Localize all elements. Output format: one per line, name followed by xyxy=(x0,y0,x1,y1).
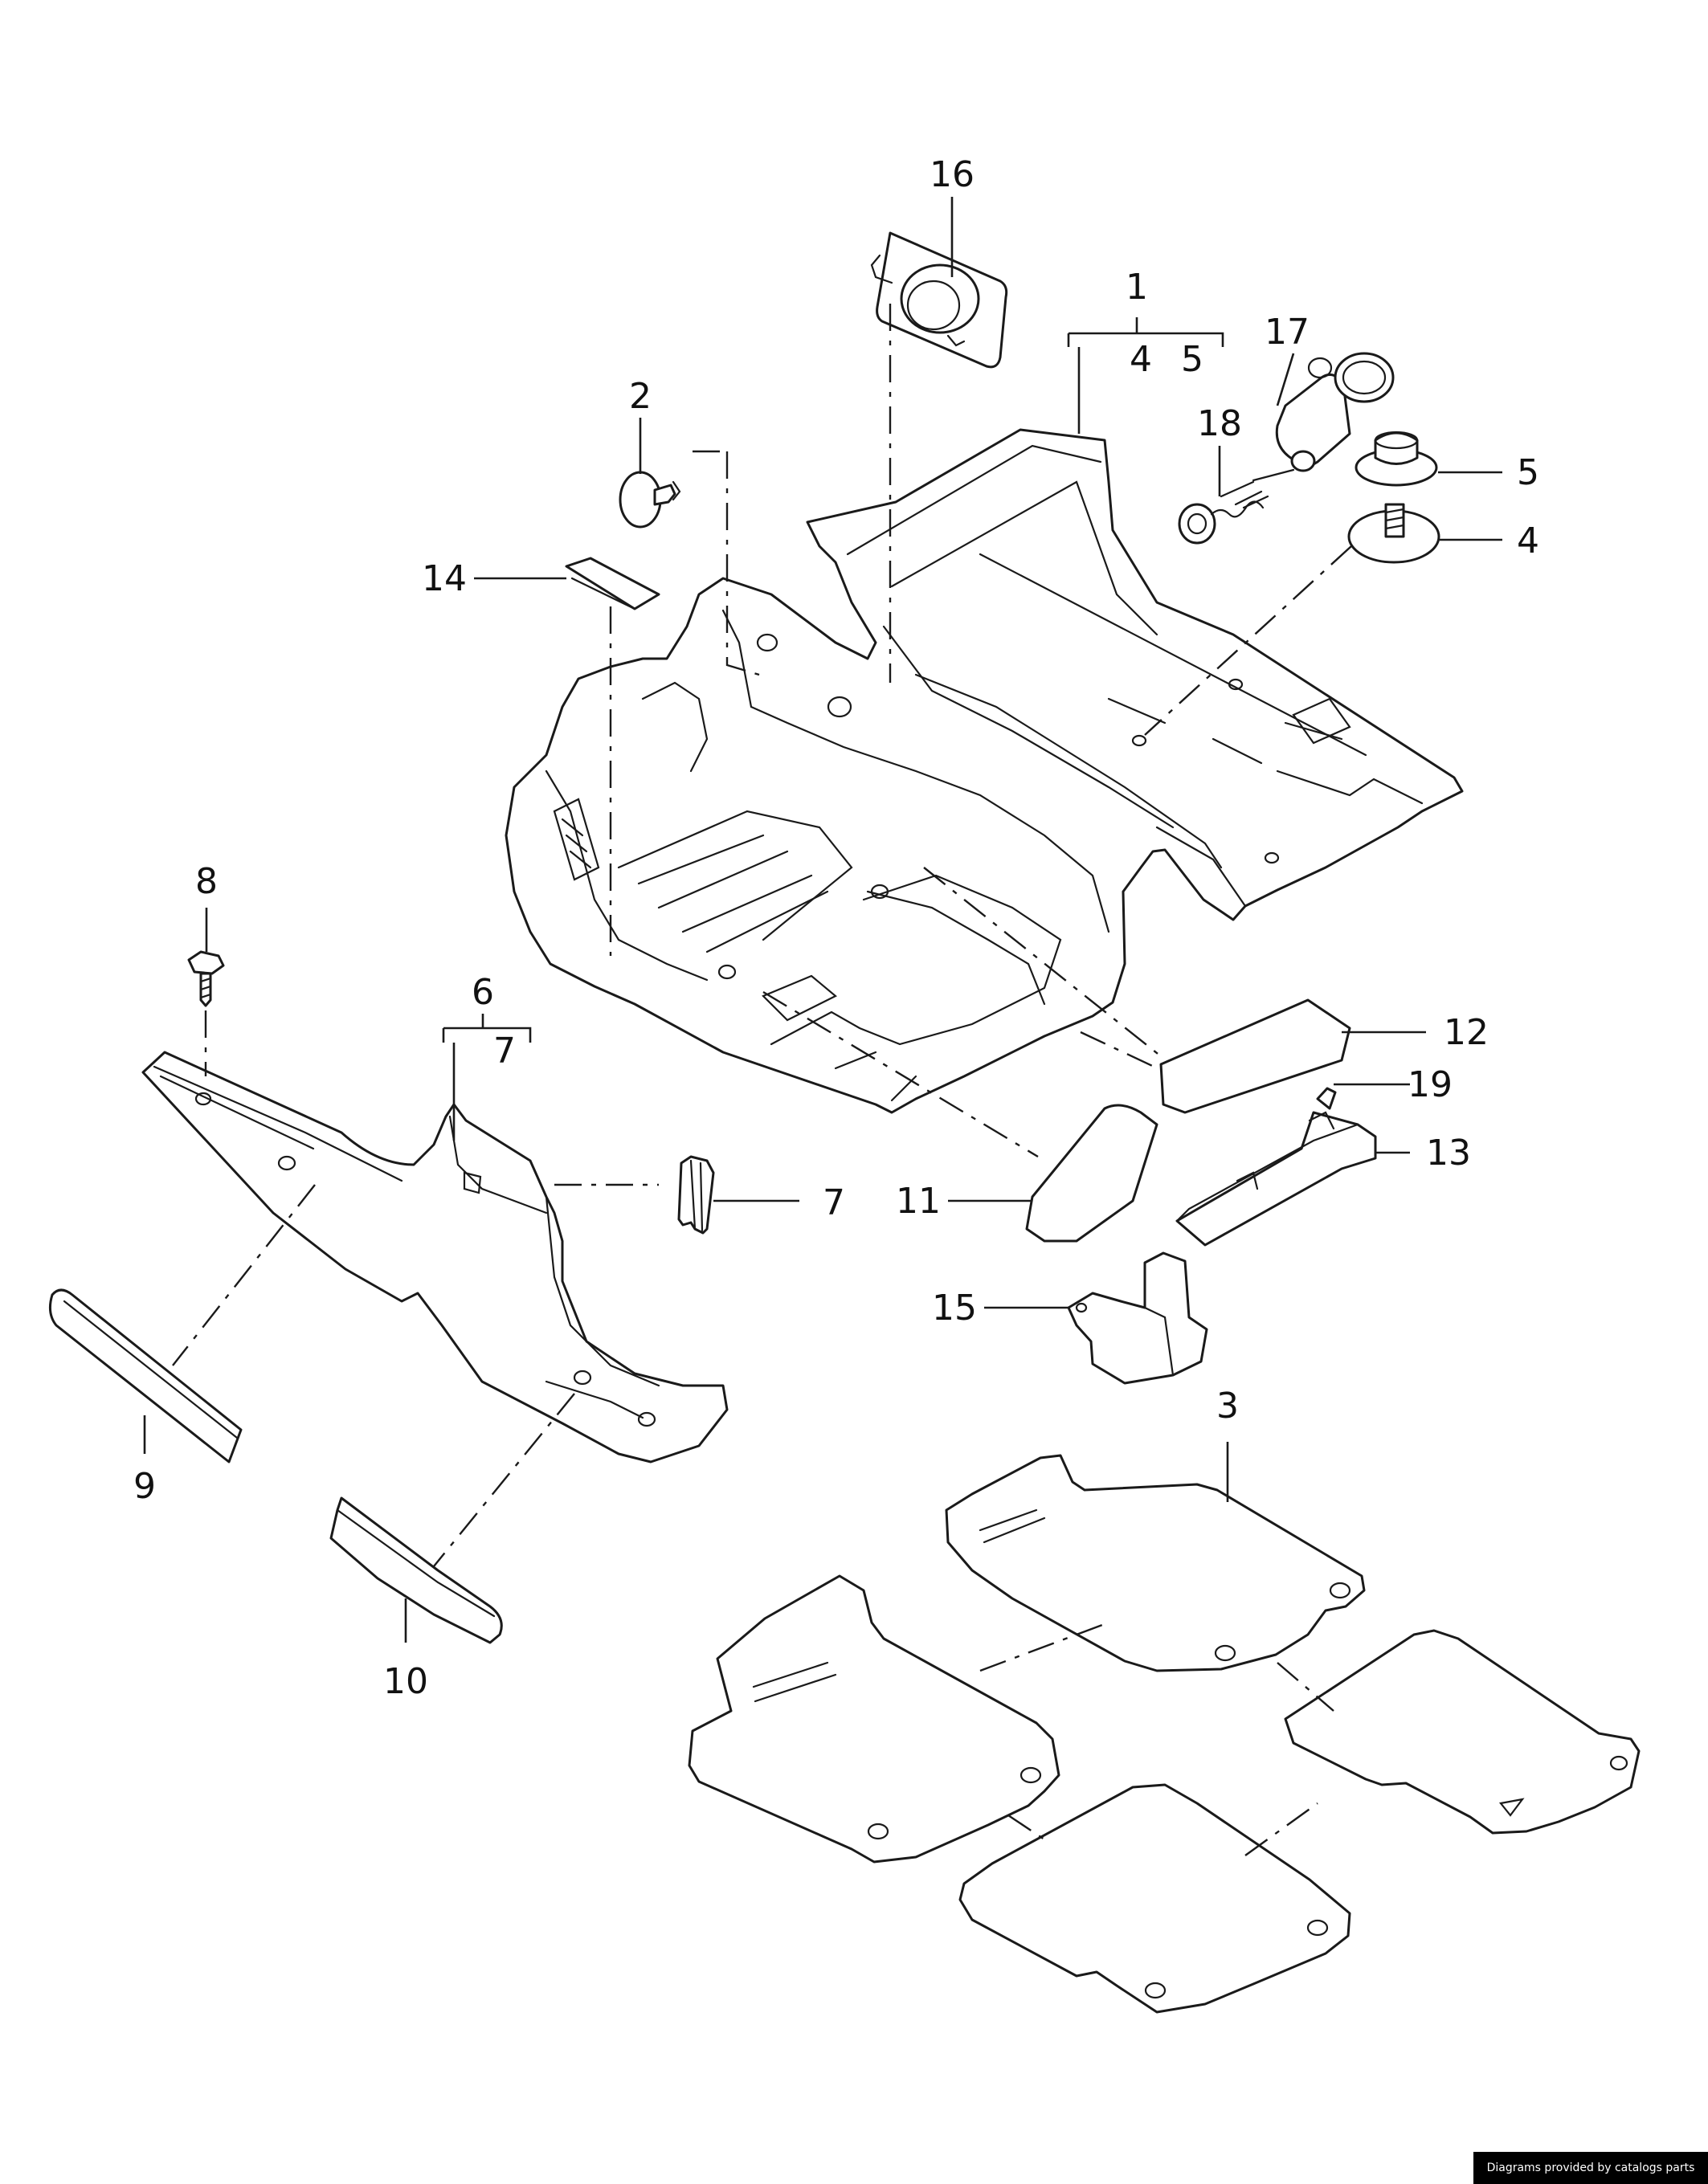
assembly-lines xyxy=(172,304,1352,1856)
part-4-stud-fastener[interactable] xyxy=(1347,503,1440,564)
callout-16[interactable]: 16 xyxy=(930,154,975,195)
part-7-clip[interactable] xyxy=(677,1155,715,1235)
leader-lines xyxy=(143,197,1502,1643)
callouts: 16 1 4 5 17 18 5 4 2 14 12 19 13 11 15 8… xyxy=(133,154,1539,1702)
callout-14[interactable]: 14 xyxy=(422,558,467,599)
part-6-sill-trim[interactable] xyxy=(141,1051,729,1463)
part-14-pad[interactable] xyxy=(565,557,660,610)
callout-2[interactable]: 2 xyxy=(629,376,652,417)
callout-15[interactable]: 15 xyxy=(932,1288,977,1329)
callout-11[interactable]: 11 xyxy=(896,1181,941,1222)
part-3-floor-mats[interactable] xyxy=(688,1454,1641,2014)
part-18-spring[interactable] xyxy=(1178,468,1295,545)
part-8-screw[interactable] xyxy=(187,950,225,1007)
part-17-pipe-elbow[interactable] xyxy=(1275,352,1395,472)
callout-17[interactable]: 17 xyxy=(1265,312,1310,353)
part-16-grommet-plate[interactable] xyxy=(870,231,1008,369)
callout-1-sub-5: 5 xyxy=(1181,339,1203,380)
callout-6[interactable]: 6 xyxy=(472,972,494,1013)
part-1-floor-carpet[interactable] xyxy=(505,428,1464,1114)
part-12-mat-piece[interactable] xyxy=(1159,998,1351,1114)
part-9-trim-strip[interactable] xyxy=(48,1288,243,1463)
callout-10[interactable]: 10 xyxy=(383,1661,428,1702)
part-10-trim-strip[interactable] xyxy=(329,1496,503,1644)
callout-6-sub-7: 7 xyxy=(493,1031,516,1072)
part-13-bracket-rail[interactable] xyxy=(1175,1111,1377,1247)
callout-3[interactable]: 3 xyxy=(1216,1386,1239,1427)
callout-9[interactable]: 9 xyxy=(133,1466,156,1507)
callout-13[interactable]: 13 xyxy=(1426,1133,1471,1174)
part-5-clip-nut[interactable] xyxy=(1355,431,1438,487)
part-2-push-clip[interactable] xyxy=(619,471,681,529)
callout-5[interactable]: 5 xyxy=(1517,452,1539,493)
callout-4[interactable]: 4 xyxy=(1517,520,1539,561)
callout-1-sub-4: 4 xyxy=(1130,339,1152,380)
callout-19[interactable]: 19 xyxy=(1408,1064,1453,1105)
callout-7[interactable]: 7 xyxy=(823,1182,845,1223)
callout-8[interactable]: 8 xyxy=(195,861,218,902)
callout-18[interactable]: 18 xyxy=(1197,403,1242,444)
diagram-credit-banner: Diagrams provided by catalogs parts xyxy=(1473,2152,1708,2184)
part-19-small-clip[interactable] xyxy=(1316,1087,1337,1110)
part-15-bracket[interactable] xyxy=(1067,1251,1208,1385)
part-11-mat-piece[interactable] xyxy=(1025,1104,1158,1243)
callout-12[interactable]: 12 xyxy=(1444,1012,1489,1053)
callout-1[interactable]: 1 xyxy=(1126,267,1148,308)
